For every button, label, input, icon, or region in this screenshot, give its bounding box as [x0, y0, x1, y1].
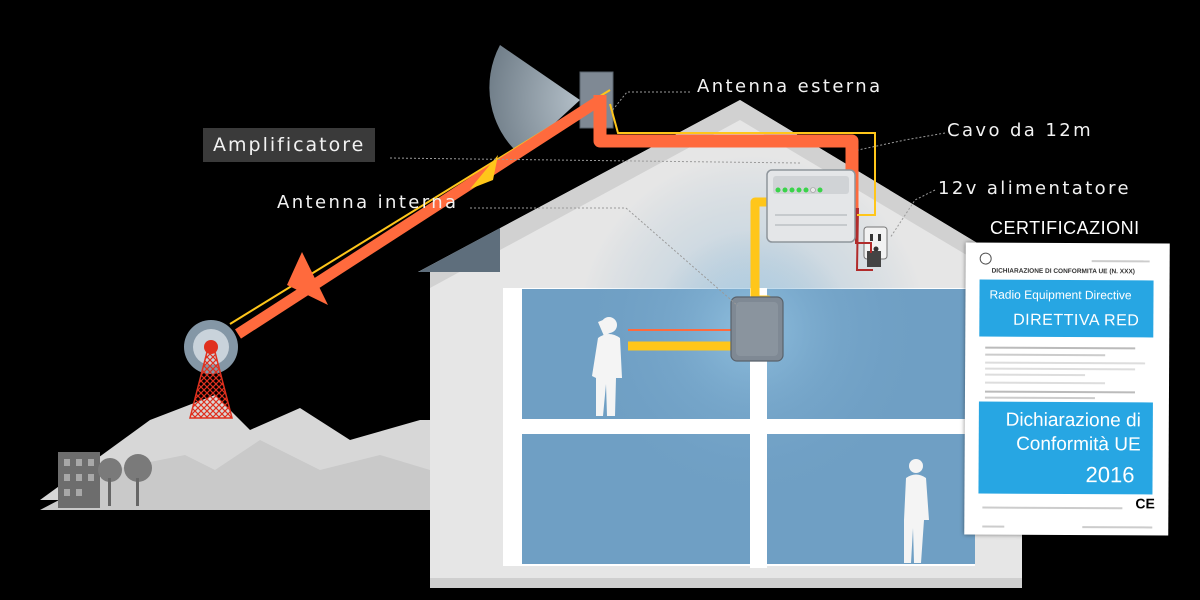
amplifier-device-icon	[766, 169, 856, 243]
label-alimentatore: 12v alimentatore	[938, 178, 1131, 199]
label-amplificatore: Amplificatore	[203, 128, 376, 162]
conf-line2: Conformità UE	[1016, 433, 1141, 456]
red-line1: Radio Equipment Directive	[989, 287, 1132, 303]
indoor-antenna-icon	[730, 296, 784, 362]
label-cavo: Cavo da 12m	[947, 120, 1094, 141]
conf-year: 2016	[1085, 462, 1135, 488]
company-logo-icon	[979, 252, 992, 265]
certificazioni-title: CERTIFICAZIONI	[990, 218, 1140, 238]
conf-line1: Dichiarazione di	[1005, 409, 1141, 432]
red-directive-box: Radio Equipment Directive DIRETTIVA RED	[979, 279, 1154, 338]
arrow-toward-tower-icon	[287, 252, 328, 305]
building-icon	[58, 452, 100, 508]
arrow-toward-house-icon	[470, 155, 498, 189]
person-on-phone-icon	[592, 317, 622, 416]
red-line2: DIRETTIVA RED	[1013, 311, 1140, 330]
person-walking-icon	[904, 459, 929, 563]
conformity-box: Dichiarazione di Conformità UE 2016	[978, 401, 1153, 495]
cell-tower-icon	[184, 320, 238, 419]
certificate-document: DICHIARAZIONE DI CONFORMITA UE (N. XXX) …	[964, 242, 1170, 536]
wall-outlet-icon	[863, 226, 888, 267]
label-antenna-esterna: Antenna esterna	[697, 76, 883, 97]
label-antenna-interna: Antenna interna	[277, 192, 459, 213]
tree-icon	[98, 454, 152, 506]
doc-heading: DICHIARAZIONE DI CONFORMITA UE (N. XXX)	[991, 267, 1135, 276]
ce-mark: CE	[1135, 495, 1155, 512]
leader-lines	[389, 91, 946, 307]
